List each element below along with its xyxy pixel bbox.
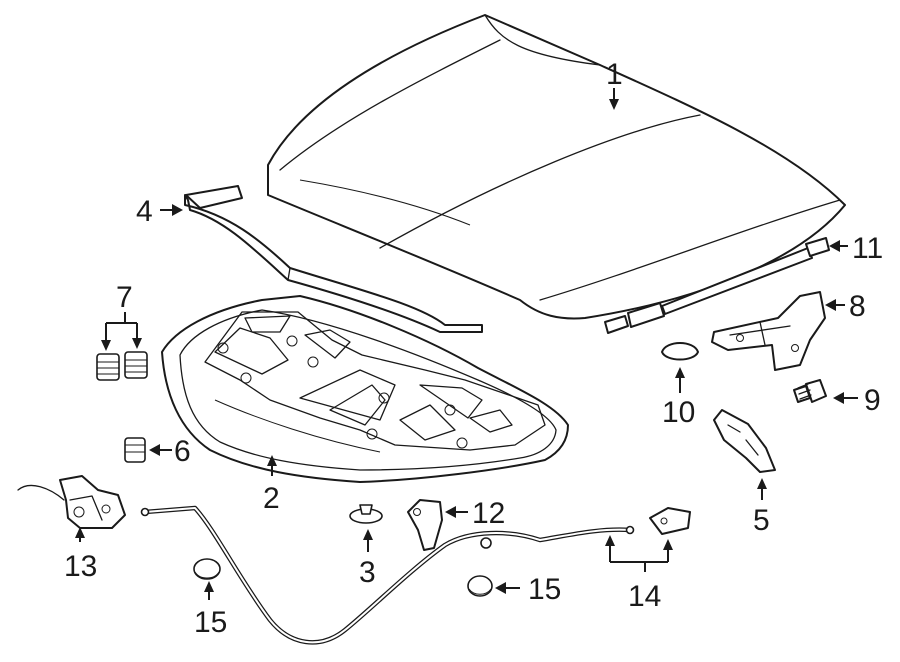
leader-lines xyxy=(75,88,858,600)
callout-8: 8 xyxy=(849,290,866,323)
callout-3: 3 xyxy=(359,556,376,589)
hood-bumper-small xyxy=(124,437,146,463)
callout-13: 13 xyxy=(64,550,97,583)
callout-14: 14 xyxy=(628,580,661,613)
hood-lift-support xyxy=(604,237,830,334)
callout-6: 6 xyxy=(174,435,191,468)
hood-latch xyxy=(17,475,126,529)
callout-5: 5 xyxy=(753,504,770,537)
callout-15-left: 15 xyxy=(194,606,227,639)
hood-release-cable xyxy=(140,505,635,645)
callout-9: 9 xyxy=(864,384,881,417)
callout-labels: 1 4 11 7 8 10 9 6 2 5 12 13 3 14 15 15 xyxy=(64,58,883,639)
callout-4: 4 xyxy=(136,195,153,228)
push-pin-retainer xyxy=(349,504,383,524)
grommet-left xyxy=(193,558,221,580)
hood-hinge xyxy=(711,291,826,371)
bumper-left xyxy=(96,353,120,381)
callout-10: 10 xyxy=(662,396,695,429)
callout-12: 12 xyxy=(472,497,505,530)
hood-insulator xyxy=(161,295,569,483)
grommet-right xyxy=(467,575,493,597)
callout-1: 1 xyxy=(606,58,623,91)
latch-support-bracket xyxy=(713,409,776,473)
callout-7: 7 xyxy=(116,281,133,314)
release-cable-bracket xyxy=(407,499,443,551)
callout-11: 11 xyxy=(852,232,883,265)
hood-panel xyxy=(267,14,846,320)
hood-bumper xyxy=(661,342,699,361)
callout-15-right: 15 xyxy=(528,573,561,606)
cable-clip xyxy=(649,507,691,535)
hood-bumpers-pair xyxy=(96,351,148,381)
bumper-right xyxy=(124,351,148,379)
hinge-bolt xyxy=(793,379,827,403)
callout-2: 2 xyxy=(263,482,280,515)
hood-seal xyxy=(184,185,483,333)
